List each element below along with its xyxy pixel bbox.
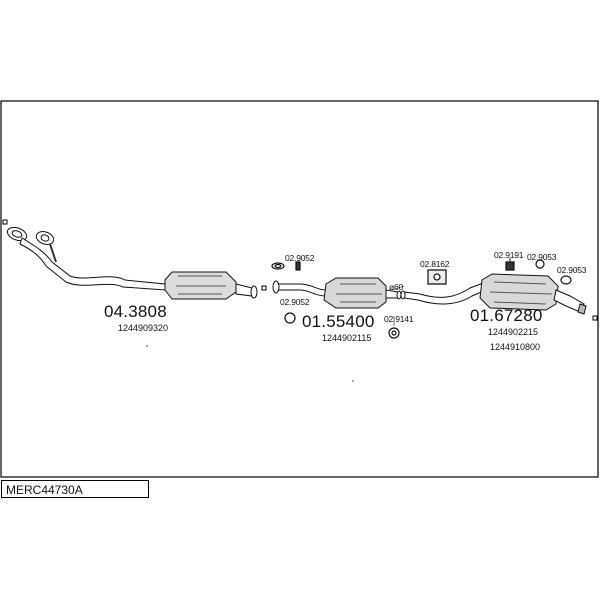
hanger-hole-icon — [433, 273, 441, 281]
gasket-icon-inner — [391, 330, 397, 336]
rear-silencer-rib-1 — [493, 281, 547, 285]
downpipe — [19, 237, 166, 291]
model-code: MERC44730A — [6, 483, 83, 497]
downpipe-shading — [49, 243, 57, 263]
centre-silencer-assembly — [272, 277, 402, 309]
rear-silencer-body — [479, 273, 559, 311]
ring-icon — [284, 312, 296, 324]
accessory-code: 02.9191 — [494, 250, 524, 260]
converter-outlet-flange — [250, 285, 258, 299]
rear-silencer-rib-2 — [489, 291, 553, 295]
leader-lines — [391, 285, 405, 326]
rear-silencer-rib-3 — [493, 301, 547, 305]
connector-square — [261, 285, 267, 291]
accessory-code: 02.8162 — [420, 259, 450, 269]
rear-silencer-assembly — [400, 273, 587, 315]
centre-outlet-flange — [396, 290, 402, 300]
accessory-icons — [271, 258, 572, 339]
part-number-rear-silencer: 01.67280 — [470, 306, 543, 325]
part-number-front-pipe: 04.3808 — [104, 302, 167, 321]
oem-code-rear-silencer-2: 1244910800 — [490, 342, 541, 352]
centre-inlet-pipe — [275, 283, 327, 297]
dot-mark — [352, 380, 354, 382]
rubber-ring-icon — [535, 259, 545, 269]
accessory-code: 02.9052 — [280, 297, 310, 307]
pipe-diameter-label: ø60 — [389, 282, 404, 292]
rubber-hanger-icon — [560, 275, 572, 285]
model-code-box: MERC44730A — [1, 480, 149, 498]
diagram-border — [0, 100, 599, 478]
dot-mark — [146, 345, 148, 347]
manifold-flange-2-inner — [40, 234, 50, 242]
front-pipe-assembly — [6, 226, 258, 300]
rear-inlet-pipe — [403, 281, 487, 305]
accessory-code: 02.9053 — [527, 252, 557, 262]
accessory-code: 02.9052 — [285, 253, 315, 263]
tail-pipe-tip — [577, 303, 587, 315]
oem-code-front-pipe: 1244909320 — [118, 323, 169, 333]
centre-inlet-flange — [272, 280, 280, 294]
rear-inlet-flange — [400, 290, 406, 300]
edge-marker-left — [2, 219, 8, 225]
centre-silencer-body — [323, 277, 387, 309]
clamp-bolt-icon — [295, 261, 301, 271]
accessory-code: 02.9141 — [384, 314, 414, 324]
manifold-flange-1-inner — [11, 230, 23, 238]
part-number-centre-silencer: 01.55400 — [302, 312, 375, 331]
converter-outlet-pipe — [235, 283, 253, 297]
clamp-icon-inner — [274, 263, 282, 269]
leader-o60 — [391, 285, 405, 291]
oem-code-centre-silencer: 1244902115 — [322, 333, 372, 343]
accessory-code: 02.9053 — [557, 265, 587, 275]
edge-marker-right — [592, 315, 598, 321]
oem-code-rear-silencer-1: 1244902215 — [488, 327, 539, 337]
bolt-icon — [505, 261, 515, 271]
